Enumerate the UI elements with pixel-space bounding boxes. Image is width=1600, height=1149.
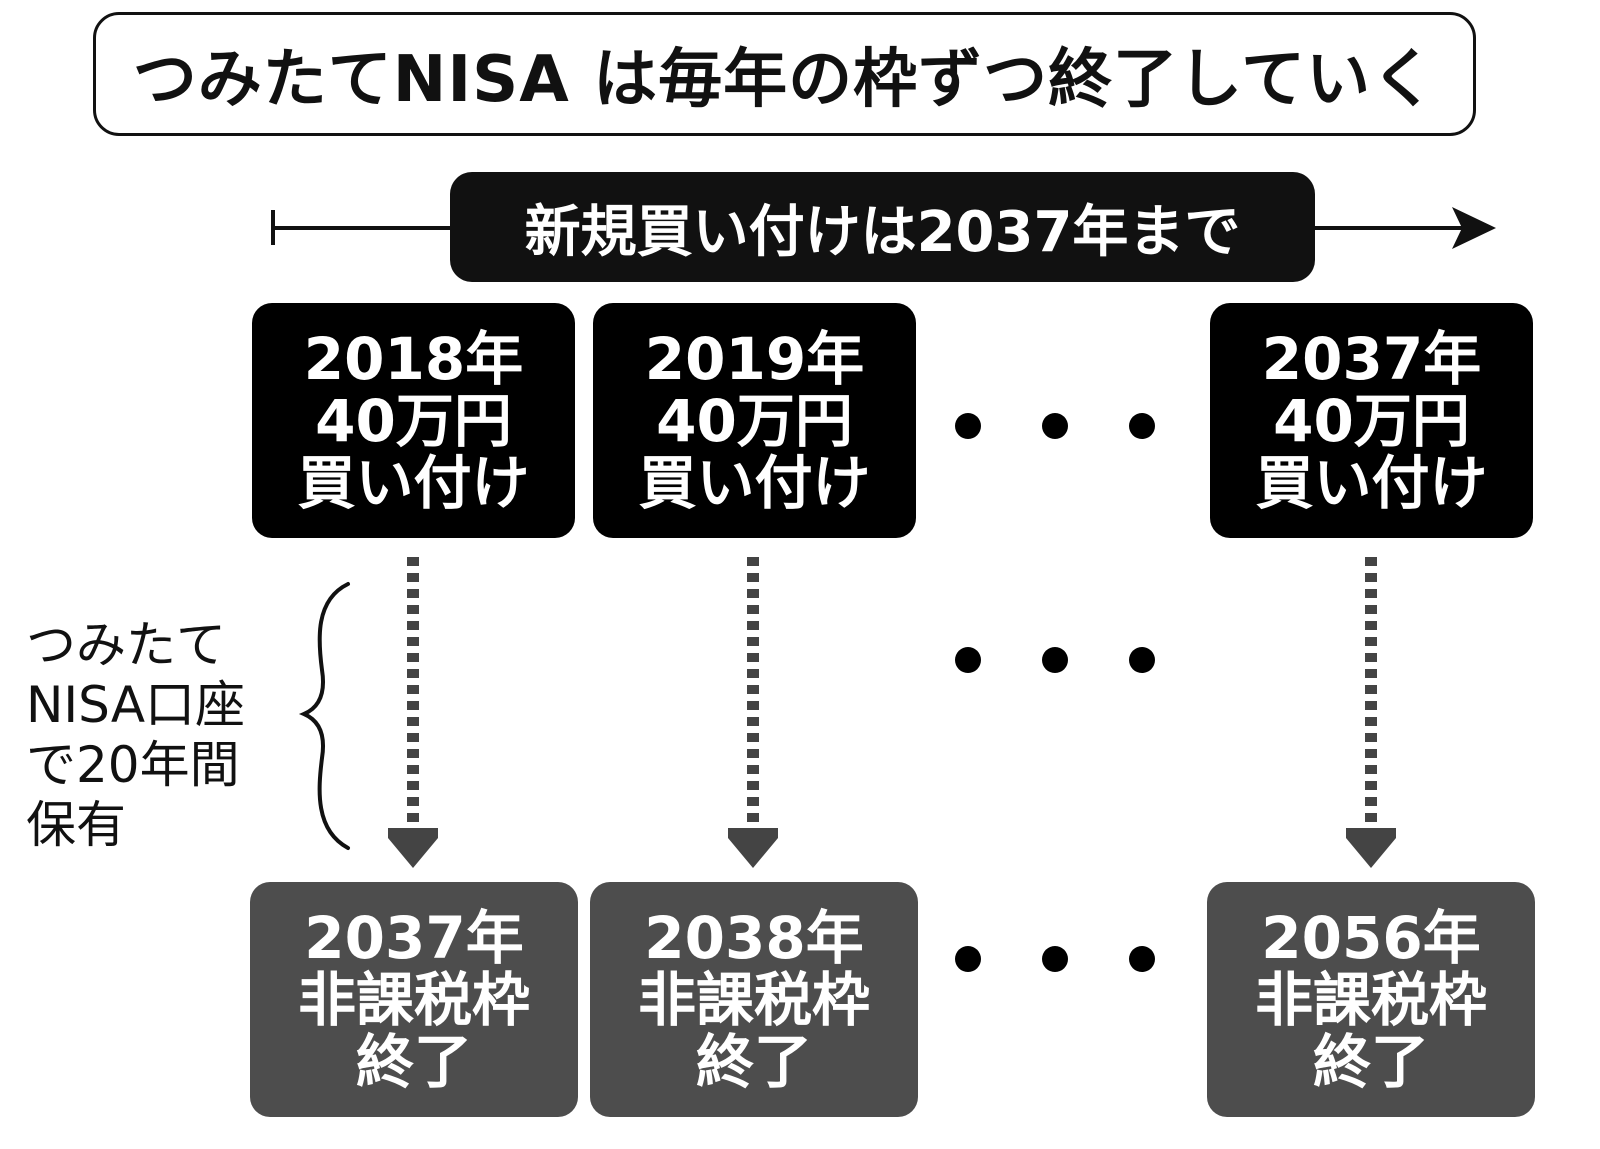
ending-status: 終了 — [355, 1027, 472, 1096]
purchase-action: 買い付け — [638, 448, 871, 517]
ending-label: 非課税枠 — [637, 965, 870, 1034]
purchase-amount: 40万円 — [1273, 386, 1470, 455]
ellipsis-purchases — [955, 413, 1155, 443]
ellipsis-dot — [1042, 413, 1068, 439]
ending-box-2038: 2038年 非課税枠 終了 — [590, 882, 918, 1117]
ending-year: 2056年 — [1261, 903, 1481, 972]
holding-note-line: NISA口座 — [26, 676, 246, 734]
holding-note-line: 保有 — [26, 796, 126, 854]
holding-arrow-1 — [388, 557, 438, 868]
purchase-box-2018: 2018年 40万円 買い付け — [252, 303, 575, 538]
holding-note: つみたて NISA口座 で20年間 保有 — [26, 615, 245, 855]
ending-box-2037: 2037年 非課税枠 終了 — [250, 882, 578, 1117]
holding-arrow-2 — [728, 557, 778, 868]
purchase-action: 買い付け — [1255, 448, 1488, 517]
purchase-year: 2037年 — [1261, 324, 1482, 393]
ending-year: 2038年 — [644, 903, 864, 972]
ellipsis-holding — [955, 647, 1155, 677]
purchase-action: 買い付け — [297, 448, 530, 517]
ending-status: 終了 — [1312, 1027, 1429, 1096]
ellipsis-dot — [1042, 946, 1068, 972]
purchase-box-2019: 2019年 40万円 買い付け — [593, 303, 916, 538]
ending-box-2056: 2056年 非課税枠 終了 — [1207, 882, 1535, 1117]
purchase-year: 2018年 — [303, 324, 524, 393]
ellipsis-dot — [1042, 647, 1068, 673]
ellipsis-dot — [955, 413, 981, 439]
ellipsis-dot — [955, 946, 981, 972]
ellipsis-endings — [955, 946, 1155, 976]
holding-brace — [298, 582, 350, 850]
ending-label: 非課税枠 — [1254, 965, 1487, 1034]
timeline-arrowhead — [1452, 207, 1496, 249]
purchase-amount: 40万円 — [315, 386, 512, 455]
ending-label: 非課税枠 — [297, 965, 530, 1034]
ending-year: 2037年 — [304, 903, 524, 972]
purchase-box-2037: 2037年 40万円 買い付け — [1210, 303, 1533, 538]
purchase-amount: 40万円 — [656, 386, 853, 455]
holding-note-line: つみたて — [26, 616, 226, 674]
holding-note-line: で20年間 — [26, 736, 240, 794]
ending-status: 終了 — [695, 1027, 812, 1096]
ellipsis-dot — [1129, 413, 1155, 439]
timeline-label: 新規買い付けは2037年まで — [450, 172, 1315, 282]
ellipsis-dot — [955, 647, 981, 673]
holding-arrow-3 — [1346, 557, 1396, 868]
diagram-title: つみたてNISA は毎年の枠ずつ終了していく — [93, 12, 1476, 136]
ellipsis-dot — [1129, 647, 1155, 673]
ellipsis-dot — [1129, 946, 1155, 972]
purchase-year: 2019年 — [644, 324, 865, 393]
